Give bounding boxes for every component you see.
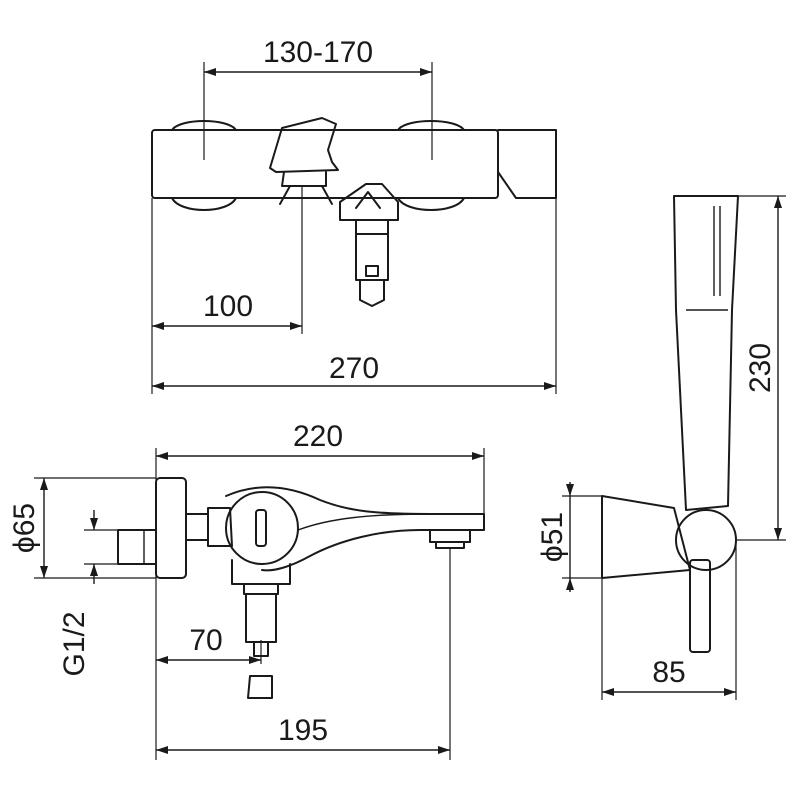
dim-wall-spacing: 130-170 (263, 36, 373, 69)
right-eccentric-bottom (397, 197, 465, 211)
outlet-connector (355, 233, 389, 281)
lever-slot (255, 509, 267, 547)
side-view: 220 ϕ65 G1/2 70 195 (8, 420, 485, 760)
dim-holder-projection: 85 (652, 656, 685, 689)
hand-shower (673, 195, 739, 511)
lower-outlet (243, 583, 279, 595)
outlet-housing (339, 183, 399, 221)
dim-total-width: 270 (329, 352, 379, 385)
end-cap (497, 129, 557, 199)
left-eccentric-bottom (171, 197, 237, 211)
outlet-nose (355, 191, 381, 209)
dim-thread: G1/2 (58, 611, 91, 676)
coupling (185, 513, 209, 541)
hand-shower-view: 230 ϕ51 85 (536, 195, 786, 700)
spout (225, 486, 485, 572)
aerator (429, 529, 471, 543)
outlet-small-square (365, 265, 379, 277)
lower-body (231, 559, 291, 585)
dim-outlet-offset: 100 (203, 290, 253, 323)
cartridge-housing (225, 491, 299, 565)
mixer-body (151, 129, 499, 199)
outlet-tip (359, 279, 385, 307)
dim-holder-diameter: ϕ51 (536, 512, 569, 562)
outlet-nut (355, 219, 389, 235)
wall-flange (155, 477, 187, 579)
right-eccentric-top (397, 120, 465, 131)
dim-handshower-length: 230 (744, 343, 777, 393)
spout-inner (297, 513, 431, 531)
lower-piece (247, 675, 273, 699)
side-eccentric (117, 529, 157, 565)
lever-handle (269, 117, 339, 173)
aerator-ring (435, 541, 465, 549)
shower-hose (689, 559, 711, 653)
lever-base (279, 185, 333, 205)
dim-side-depth: 220 (293, 420, 343, 453)
lever-neck (281, 171, 327, 187)
dim-flange-diameter: ϕ65 (8, 503, 41, 553)
dim-spout-offset: 70 (189, 624, 222, 657)
front-view: 130-170 100 270 (151, 36, 557, 394)
side-body (207, 507, 233, 547)
dim-spout-reach: 195 (278, 714, 328, 747)
lower-connector (245, 593, 277, 643)
